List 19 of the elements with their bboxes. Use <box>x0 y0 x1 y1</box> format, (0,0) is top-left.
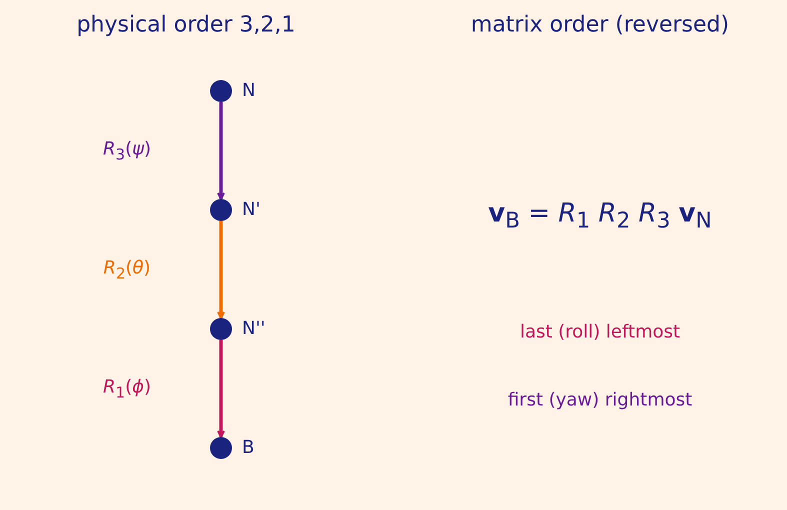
node-dot <box>210 199 232 221</box>
arrow <box>217 221 225 319</box>
equation: v$_{B}$ = R$_{1}$ R$_{2}$ R$_{3}$ v$_{N}$ <box>488 198 712 234</box>
node-dot <box>210 437 232 459</box>
edge-label: R$_{1}$(ϕ) <box>103 376 151 401</box>
heading: matrix order (reversed) <box>470 12 730 38</box>
note: last (roll) leftmost <box>520 322 680 342</box>
heading: physical order 3,2,1 <box>76 12 296 38</box>
node-dot <box>210 318 232 340</box>
edge-label: R$_{3}$(ψ) <box>103 138 151 163</box>
node-label: B <box>242 437 254 458</box>
node-dot <box>210 80 232 102</box>
node-label: N' <box>242 199 260 220</box>
edge-label: R$_{2}$(θ) <box>103 257 151 282</box>
node-label: N'' <box>242 318 266 339</box>
note: first (yaw) rightmost <box>508 390 692 410</box>
arrow <box>217 102 225 200</box>
node-label: N <box>242 80 256 101</box>
arrow <box>217 340 225 438</box>
